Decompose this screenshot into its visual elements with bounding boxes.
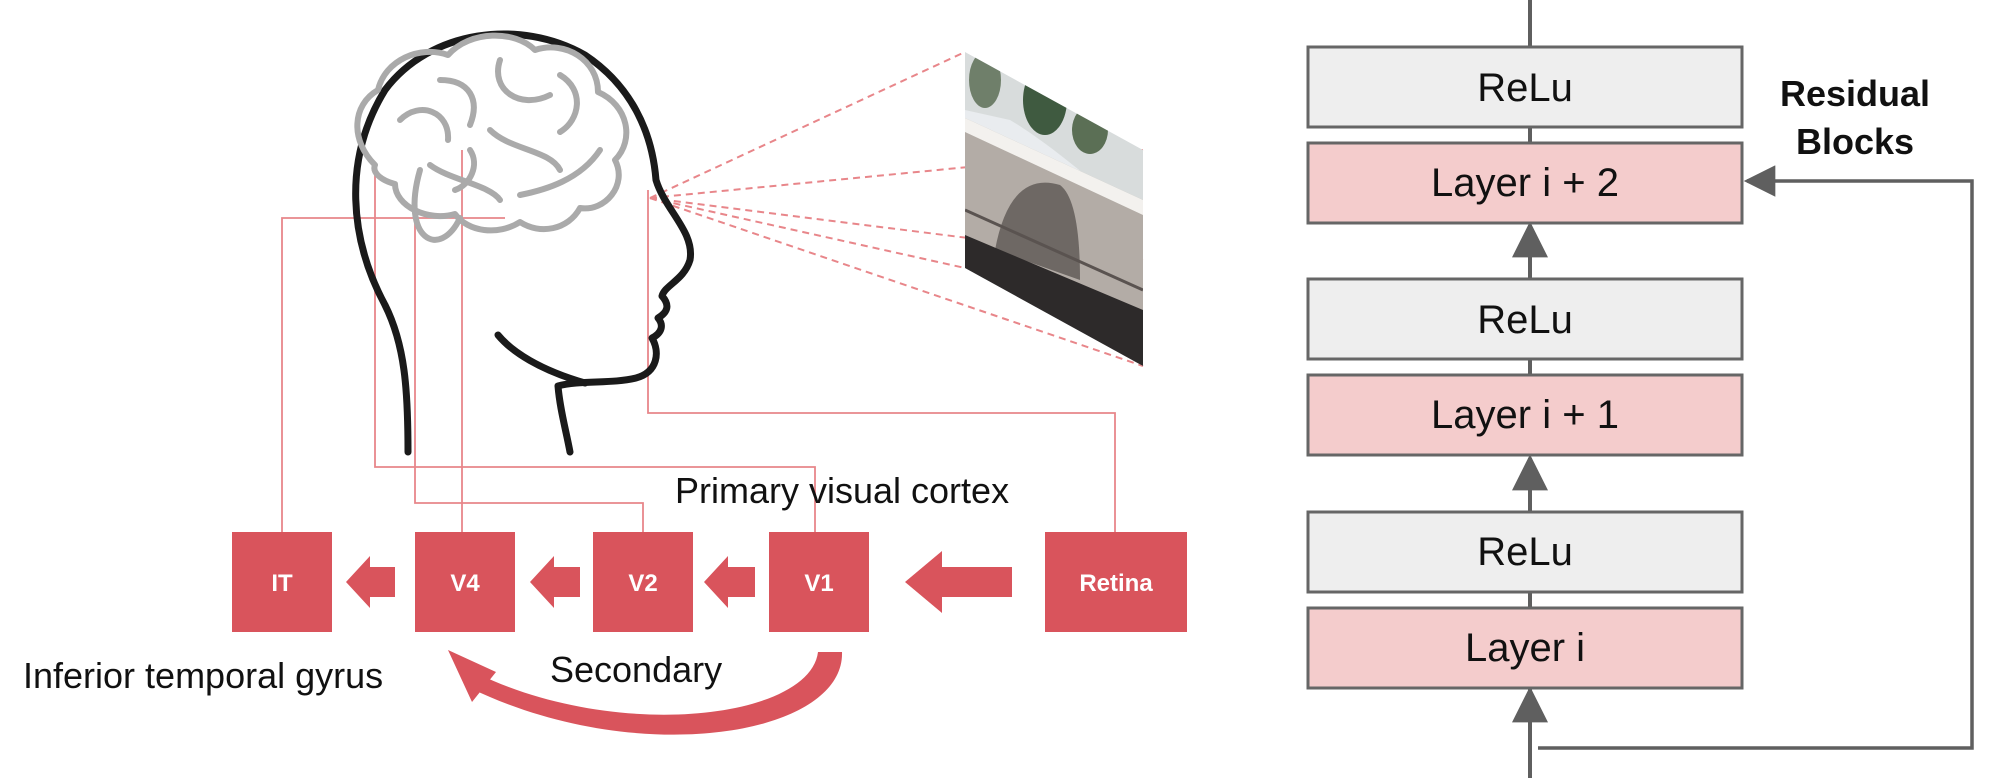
- block-relu-mid: ReLu: [1306, 277, 1744, 361]
- stage-it: IT: [232, 532, 332, 632]
- arrow-retina-to-v1: [905, 551, 1012, 613]
- secondary-label: Secondary: [550, 649, 722, 690]
- inferior-temporal-gyrus-label: Inferior temporal gyrus: [23, 655, 383, 696]
- stage-retina: Retina: [1045, 532, 1187, 632]
- stage-retina-label: Retina: [1079, 570, 1153, 597]
- residual-title-line-1: Residual: [1780, 73, 1930, 114]
- block-relu-top: ReLu: [1306, 45, 1744, 129]
- primary-visual-cortex-label: Primary visual cortex: [675, 470, 1009, 511]
- block-layer-i-plus-2-label: Layer i + 2: [1431, 161, 1619, 205]
- stage-v1-label: V1: [804, 570, 833, 597]
- stage-v4-label: V4: [450, 570, 480, 597]
- block-layer-i-plus-2: Layer i + 2: [1306, 141, 1744, 225]
- scene-photo-icon: [965, 52, 1143, 366]
- stage-v2: V2: [593, 532, 693, 632]
- stage-arrows: [346, 551, 1012, 613]
- stage-v2-label: V2: [628, 570, 657, 597]
- arrow-v1-to-v2: [704, 556, 755, 608]
- skip-connection-line: [1538, 165, 1974, 750]
- block-layer-i-label: Layer i: [1465, 626, 1585, 670]
- stage-v4: V4: [415, 532, 515, 632]
- block-layer-i-plus-1: Layer i + 1: [1306, 373, 1744, 457]
- block-layer-i: Layer i: [1306, 606, 1744, 690]
- block-relu-top-label: ReLu: [1477, 66, 1573, 110]
- residual-title-line-2: Blocks: [1796, 121, 1914, 162]
- arrow-v2-to-v4: [530, 556, 580, 608]
- block-layer-i-plus-1-label: Layer i + 1: [1431, 393, 1619, 437]
- block-relu-bottom: ReLu: [1306, 510, 1744, 594]
- visual-pathway-panel: IT V4 V2 V1 Retina: [23, 30, 1187, 735]
- block-relu-mid-label: ReLu: [1477, 298, 1573, 342]
- stage-v1: V1: [769, 532, 869, 632]
- stage-it-label: IT: [271, 570, 293, 597]
- head-outline-icon: [352, 30, 694, 456]
- skip-arrow-icon: [448, 650, 843, 735]
- arrow-v4-to-it: [346, 556, 395, 608]
- block-relu-bottom-label: ReLu: [1477, 530, 1573, 574]
- residual-network-panel: ReLu Layer i + 2 ReLu Layer i + 1 ReLu L…: [1306, 0, 1974, 778]
- brain-icon: [354, 32, 630, 243]
